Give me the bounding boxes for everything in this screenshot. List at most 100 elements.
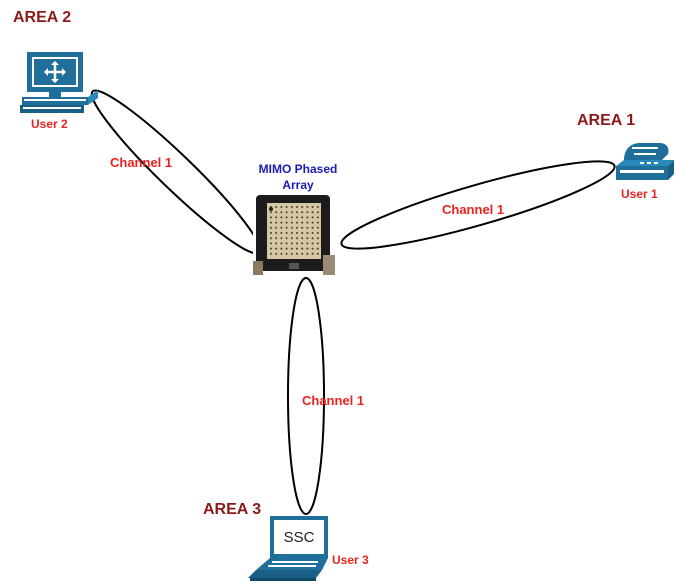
- antenna-element: [275, 226, 278, 229]
- antenna-element: [301, 252, 304, 255]
- antenna-element: [290, 221, 293, 224]
- antenna-element: [285, 242, 288, 245]
- antenna-element: [296, 252, 298, 255]
- antenna-element: [280, 242, 283, 245]
- antenna-element: [280, 226, 283, 229]
- antenna-element: [311, 206, 314, 208]
- area-2-label: AREA 2: [13, 9, 72, 26]
- channel-label-area2: Channel 1: [110, 155, 173, 170]
- antenna-element: [316, 247, 319, 250]
- antenna-element: [301, 232, 304, 234]
- antenna-element: [311, 247, 314, 250]
- antenna-element: [290, 226, 293, 229]
- antenna-element: [306, 232, 309, 234]
- area-1-label: AREA 1: [577, 112, 636, 129]
- antenna-element: [270, 226, 272, 229]
- antenna-element: [280, 237, 283, 240]
- antenna-element: [275, 237, 278, 240]
- antenna-element: [285, 226, 288, 229]
- antenna-element: [270, 252, 272, 255]
- antenna-element: [280, 206, 283, 208]
- antenna-element: [301, 247, 304, 250]
- workstation-icon[interactable]: [18, 50, 100, 116]
- antenna-element: [275, 211, 278, 214]
- antenna-element: [296, 211, 298, 214]
- laptop-screen-text: SSC: [283, 528, 315, 546]
- antenna-element: [306, 247, 309, 250]
- antenna-element: [306, 221, 309, 224]
- antenna-element: [316, 221, 319, 224]
- antenna-element: [285, 252, 288, 255]
- antenna-element: [285, 237, 288, 240]
- user-2-label: User 2: [31, 117, 68, 131]
- antenna-element: [296, 226, 298, 229]
- antenna-element: [290, 211, 293, 214]
- antenna-element: [280, 211, 283, 214]
- antenna-element: [296, 221, 298, 224]
- area-3-label: AREA 3: [203, 501, 262, 518]
- channel-ellipse-area2: [90, 89, 262, 255]
- antenna-element: [275, 247, 278, 250]
- antenna-element: [296, 247, 298, 250]
- antenna-element: [270, 242, 272, 245]
- antenna-element: [306, 237, 309, 240]
- antenna-element: [270, 221, 272, 224]
- antenna-element: [270, 247, 272, 250]
- antenna-element: [301, 211, 304, 214]
- antenna-element: [316, 211, 319, 214]
- laptop-icon[interactable]: [246, 514, 330, 582]
- antenna-element: [280, 232, 283, 234]
- antenna-element: [290, 247, 293, 250]
- array-title-line2: Array: [282, 178, 314, 192]
- antenna-element: [285, 221, 288, 224]
- user-3-label: User 3: [332, 553, 369, 567]
- channel-label-area3: Channel 1: [302, 393, 365, 408]
- antenna-element: [280, 221, 283, 224]
- antenna-element: [311, 232, 314, 234]
- antenna-element: [285, 211, 288, 214]
- antenna-element: [316, 242, 319, 245]
- antenna-element: [306, 252, 309, 255]
- antenna-element: [301, 242, 304, 245]
- antenna-element: [275, 232, 278, 234]
- antenna-element: [316, 237, 319, 240]
- antenna-element: [306, 211, 309, 214]
- antenna-element: [290, 237, 293, 240]
- user-1-label: User 1: [621, 187, 658, 201]
- antenna-element: [290, 252, 293, 255]
- antenna-element: [301, 216, 304, 219]
- antenna-element: [280, 216, 283, 219]
- antenna-element: [296, 232, 298, 234]
- antenna-element: [306, 216, 309, 219]
- antenna-element: [316, 232, 319, 234]
- antenna-element: [290, 232, 293, 234]
- antenna-element: [311, 221, 314, 224]
- channel-label-area1: Channel 1: [442, 202, 505, 217]
- antenna-element: [280, 247, 283, 250]
- antenna-element: [290, 216, 293, 219]
- channel-ellipse-area3: [287, 277, 325, 515]
- antenna-element: [311, 211, 314, 214]
- antenna-element: [285, 247, 288, 250]
- antenna-element: [285, 206, 288, 208]
- antenna-element: [316, 216, 319, 219]
- antenna-element: [285, 232, 288, 234]
- antenna-element: [306, 242, 309, 245]
- antenna-element: [270, 237, 272, 240]
- antenna-element: [311, 242, 314, 245]
- antenna-element: [290, 206, 293, 208]
- antenna-element: [311, 237, 314, 240]
- telephone-icon[interactable]: [610, 140, 674, 186]
- antenna-element: [296, 242, 298, 245]
- antenna-element: [311, 226, 314, 229]
- antenna-element: [311, 216, 314, 219]
- antenna-element: [290, 242, 293, 245]
- antenna-element: [296, 206, 298, 208]
- antenna-element: [285, 216, 288, 219]
- antenna-element: [316, 252, 319, 255]
- phased-array-image[interactable]: [253, 193, 335, 275]
- antenna-element: [275, 216, 278, 219]
- antenna-element: [306, 226, 309, 229]
- antenna-element: [301, 221, 304, 224]
